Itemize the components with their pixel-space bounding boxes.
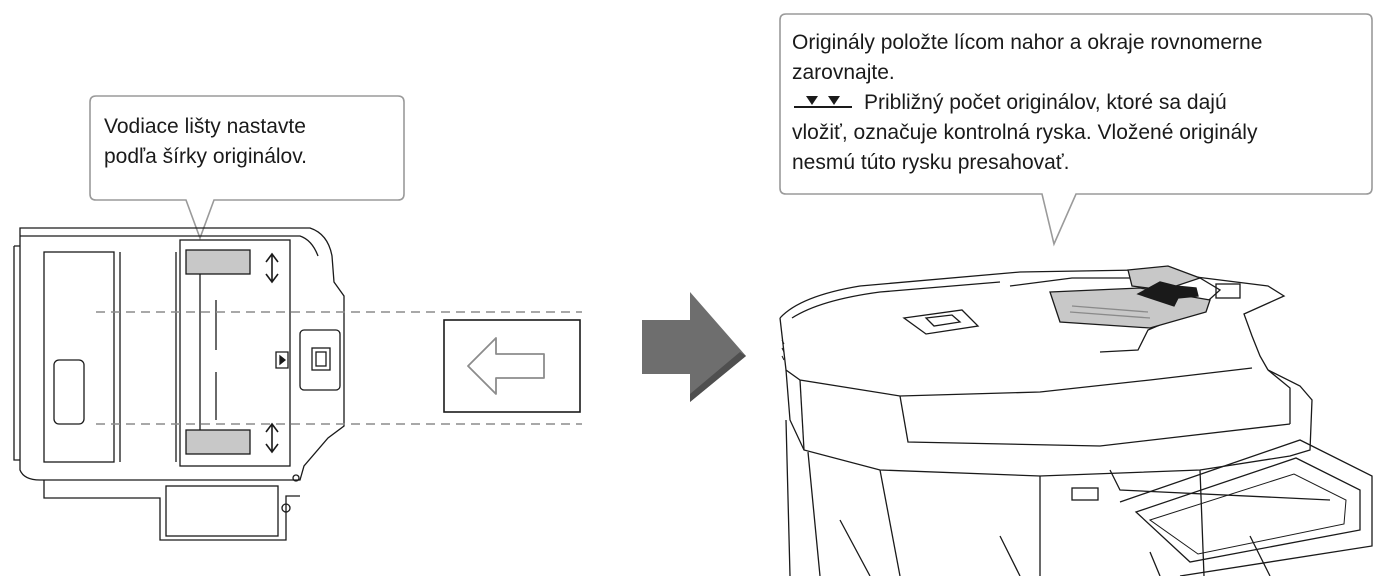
left-callout-text: Vodiace lišty nastavte podľa šírky origi… <box>104 112 394 172</box>
max-level-marker-icon <box>794 96 852 108</box>
device-perspective-view <box>779 265 1373 577</box>
right-callout-line-5: nesmú túto rysku presahovať. <box>792 151 1070 174</box>
right-callout-line-3: Približný počet originálov, ktoré sa daj… <box>864 91 1227 114</box>
feed-direction-arrow-icon <box>467 337 545 395</box>
right-callout-line-2: zarovnajte. <box>792 61 895 84</box>
left-callout-bubble <box>89 95 405 241</box>
left-callout-line-1: Vodiace lišty nastavte <box>104 115 306 138</box>
transition-arrow-icon <box>642 292 746 402</box>
right-callout-line-1: Originály položte lícom nahor a okraje r… <box>792 31 1263 54</box>
right-callout-bubble <box>779 13 1373 247</box>
right-callout-text: Originály položte lícom nahor a okraje r… <box>792 28 1352 178</box>
left-callout-line-2: podľa šírky originálov. <box>104 145 307 168</box>
right-callout-line-3-row: Približný počet originálov, ktoré sa daj… <box>792 88 1352 118</box>
device-top-view <box>13 227 345 541</box>
right-callout-line-4: vložiť, označuje kontrolná ryska. Vložen… <box>792 121 1258 144</box>
